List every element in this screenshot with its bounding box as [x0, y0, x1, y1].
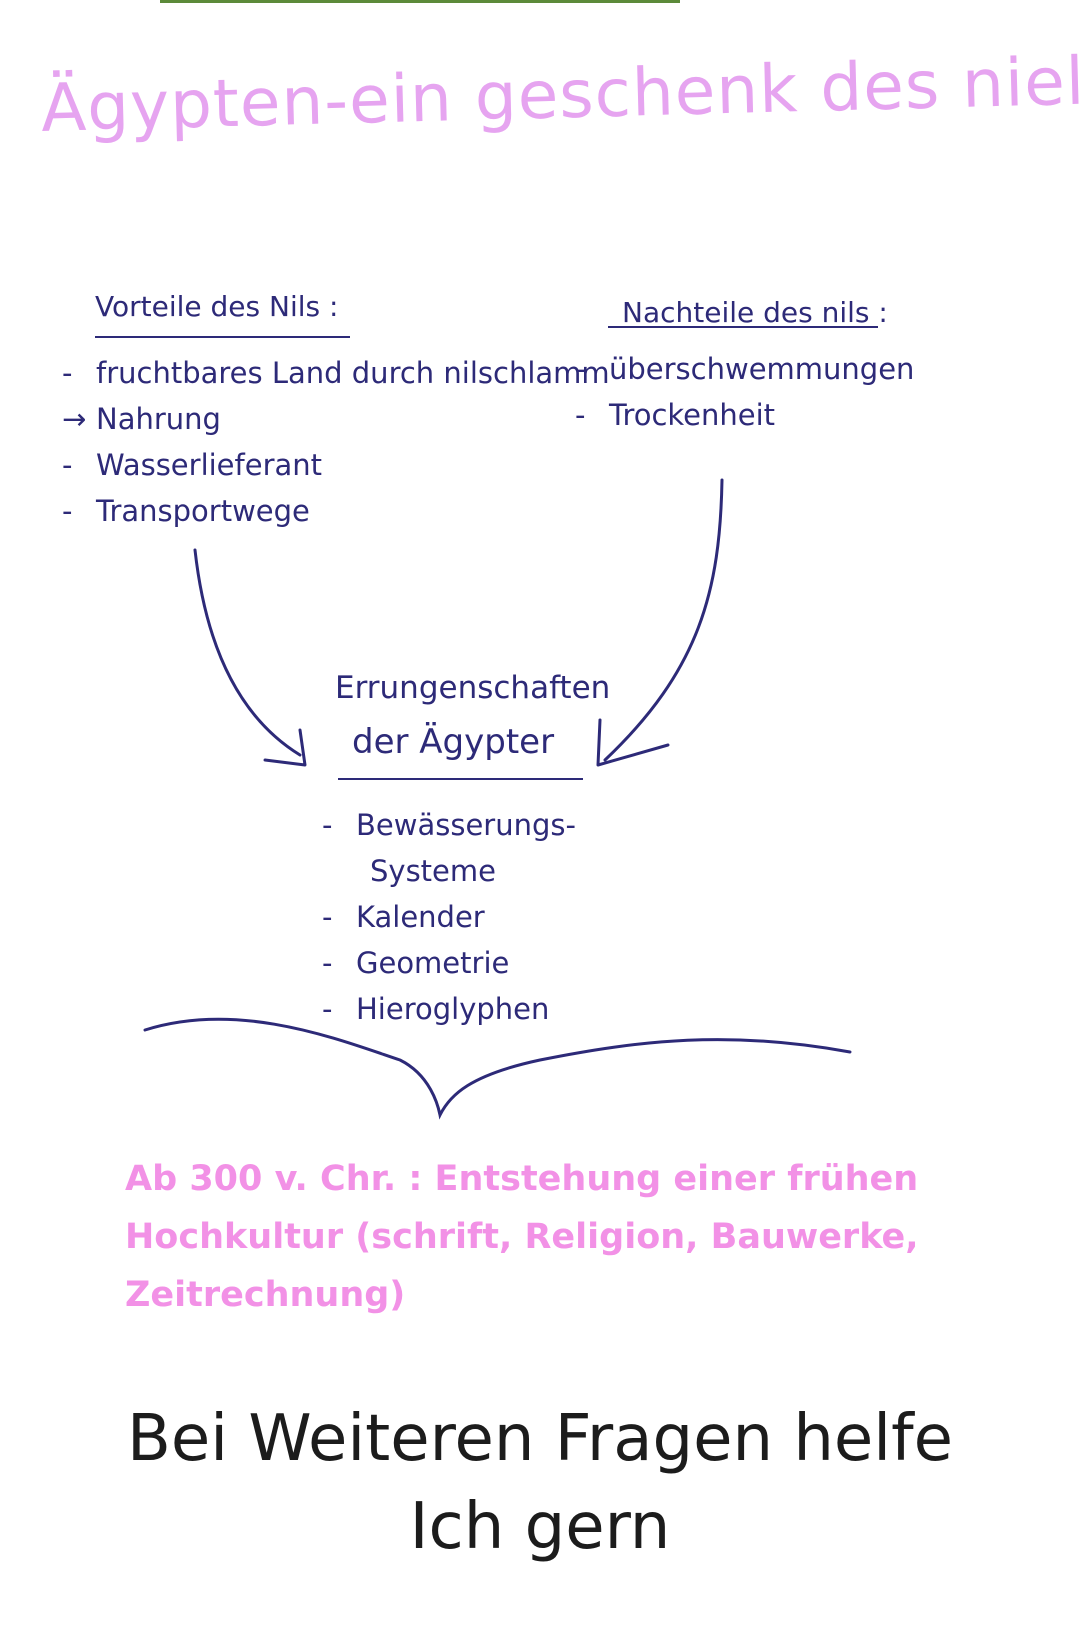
bullet-marker: -	[575, 398, 586, 432]
advantages-list: -fruchtbares Land durch nilschlamm→Nahru…	[62, 350, 610, 534]
achievements-list: -Bewässerungs-Systeme-Kalender-Geometrie…	[322, 802, 576, 1032]
right-arrowhead	[596, 718, 670, 767]
closing-line-2: Ich gern	[409, 1490, 671, 1564]
closing-note: Bei Weiteren Fragen helfe Ich gern	[0, 1395, 1080, 1571]
conclusion-line-3: Zeitrechnung)	[125, 1275, 406, 1315]
conclusion-text: Ab 300 v. Chr. : Entstehung einer frühen…	[125, 1150, 965, 1324]
disadvantage-item: -Trockenheit	[575, 392, 914, 438]
list-item-text: Systeme	[370, 854, 496, 888]
list-item-text: fruchtbares Land durch nilschlamm	[96, 356, 610, 390]
conclusion-line-1: Ab 300 v. Chr. : Entstehung einer frühen	[125, 1159, 919, 1199]
achievement-item: -Hieroglyphen	[322, 986, 576, 1032]
advantage-item: -Wasserlieferant	[62, 442, 610, 488]
advantage-item: -fruchtbares Land durch nilschlamm	[62, 350, 610, 396]
advantage-item: → Nahrung	[62, 396, 610, 442]
bullet-marker: -	[322, 992, 333, 1026]
bullet-marker: →	[62, 402, 87, 436]
list-item-text: Bewässerungs-	[356, 808, 576, 842]
conclusion-line-2: Hochkultur (schrift, Religion, Bauwerke,	[125, 1217, 919, 1257]
achievement-item: -Bewässerungs-	[322, 802, 576, 848]
left-curved-arrow	[193, 548, 302, 757]
top-edge-strip	[160, 0, 680, 3]
list-item-text: Kalender	[356, 900, 485, 934]
bullet-marker: -	[322, 946, 333, 980]
list-item-text: Nahrung	[96, 402, 221, 436]
list-item-text: Wasserlieferant	[96, 448, 323, 482]
list-item-text: Trockenheit	[609, 398, 776, 432]
bullet-marker: -	[62, 448, 73, 482]
advantages-underline	[95, 336, 350, 338]
achievements-heading-line1: Errungenschaften	[335, 670, 611, 706]
list-item-text: Geometrie	[356, 946, 510, 980]
right-curved-arrow	[603, 478, 724, 762]
achievement-item: -Kalender	[322, 894, 576, 940]
list-item-text: überschwemmungen	[609, 352, 915, 386]
disadvantage-item: -überschwemmungen	[575, 346, 914, 392]
achievements-underline	[338, 778, 583, 780]
bullet-marker: -	[575, 352, 586, 386]
bullet-marker: -	[62, 356, 73, 390]
disadvantages-heading: Nachteile des nils :	[622, 296, 888, 329]
list-item-text: Transportwege	[96, 494, 310, 528]
bullet-marker: -	[62, 494, 73, 528]
achievement-item: -Geometrie	[322, 940, 576, 986]
curly-brace	[143, 1017, 852, 1120]
closing-line-1: Bei Weiteren Fragen helfe	[127, 1402, 953, 1476]
disadvantages-underline	[608, 326, 878, 328]
achievements-heading-line2: der Ägypter	[352, 722, 555, 762]
bullet-marker: -	[322, 900, 333, 934]
disadvantages-list: -überschwemmungen-Trockenheit	[575, 346, 914, 438]
advantages-heading: Vorteile des Nils :	[95, 290, 339, 323]
bullet-marker: -	[322, 808, 333, 842]
achievement-item: Systeme	[322, 848, 576, 894]
list-item-text: Hieroglyphen	[356, 992, 550, 1026]
left-arrowhead	[263, 728, 307, 767]
advantage-item: -Transportwege	[62, 488, 610, 534]
